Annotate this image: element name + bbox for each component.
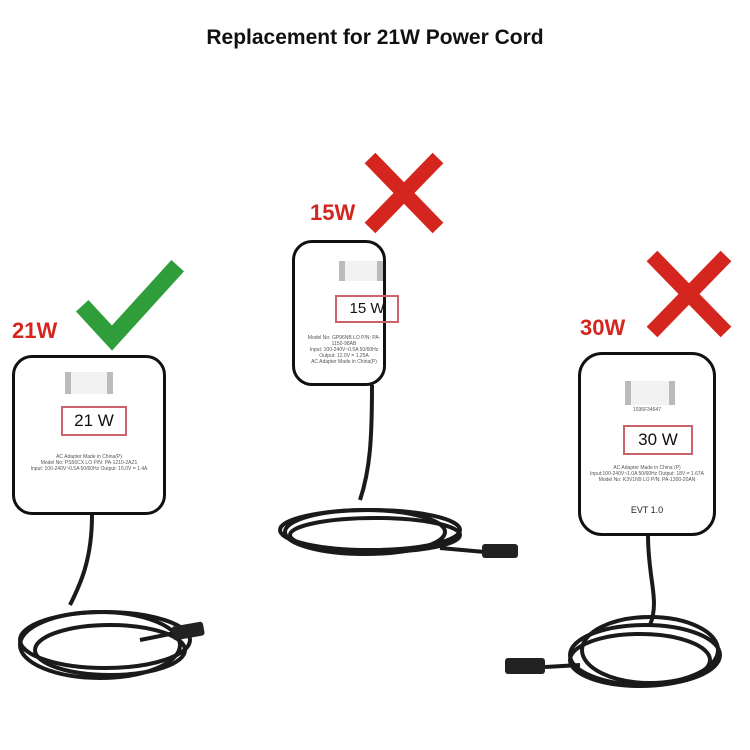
watt-tag-15w: 15W — [310, 200, 356, 225]
adapter-15w: 15 W Model No: GP96NB LO P/N: PA-1150-98… — [292, 240, 399, 386]
plug-prongs — [339, 261, 383, 281]
plug-prongs — [625, 381, 675, 405]
barrel-plug — [482, 544, 518, 558]
fine-print: Model No: GP96NB LO P/N: PA-1150-98AB — [307, 335, 381, 347]
wattage-label: 21 W — [61, 406, 127, 436]
red-x-icon — [364, 152, 444, 234]
serial-number: 1036F34647 — [632, 407, 662, 413]
plug-prongs — [65, 372, 113, 394]
green-check-icon — [75, 259, 185, 351]
fine-print: AC Adapter Made in China(P) — [311, 359, 377, 365]
adapter-21w: 21 W AC Adapter Made in China(P) Model N… — [12, 355, 166, 515]
page-title: Replacement for 21W Power Cord — [206, 26, 544, 49]
red-x-icon — [646, 250, 732, 338]
fine-print: AC Adapter Made in China(P) — [56, 454, 122, 460]
fine-print: Model No: PS56CX LO P/N: PA-1210-2AZ1 — [40, 460, 138, 466]
fine-print: AC Adapter Made in China (P) — [613, 465, 681, 471]
watt-tag-30w: 30W — [580, 315, 626, 340]
adapter-30w: 1036F34647 30 W AC Adapter Made in China… — [578, 352, 716, 536]
fine-print: Input: 100-240V~0.5A 50/60Hz Output: 15.… — [30, 466, 148, 472]
wattage-label: 30 W — [623, 425, 693, 455]
power-cord — [544, 534, 722, 688]
wattage-label: 15 W — [335, 295, 399, 323]
version-label: EVT 1.0 — [630, 505, 664, 515]
fine-print: Model No: K3V1N9 LO P/N: PA-1300-20AN — [598, 477, 696, 483]
barrel-plug — [171, 621, 205, 641]
power-cord — [18, 514, 192, 680]
power-cord — [278, 384, 486, 556]
fine-print: Input:100-240V~1.0A 50/60Hz Output: 18V … — [590, 471, 704, 477]
watt-tag-21w: 21W — [12, 318, 58, 343]
barrel-plug — [505, 658, 545, 674]
fine-print: Input: 100-240V~0.5A 50/60Hz Output: 12.… — [309, 347, 379, 359]
